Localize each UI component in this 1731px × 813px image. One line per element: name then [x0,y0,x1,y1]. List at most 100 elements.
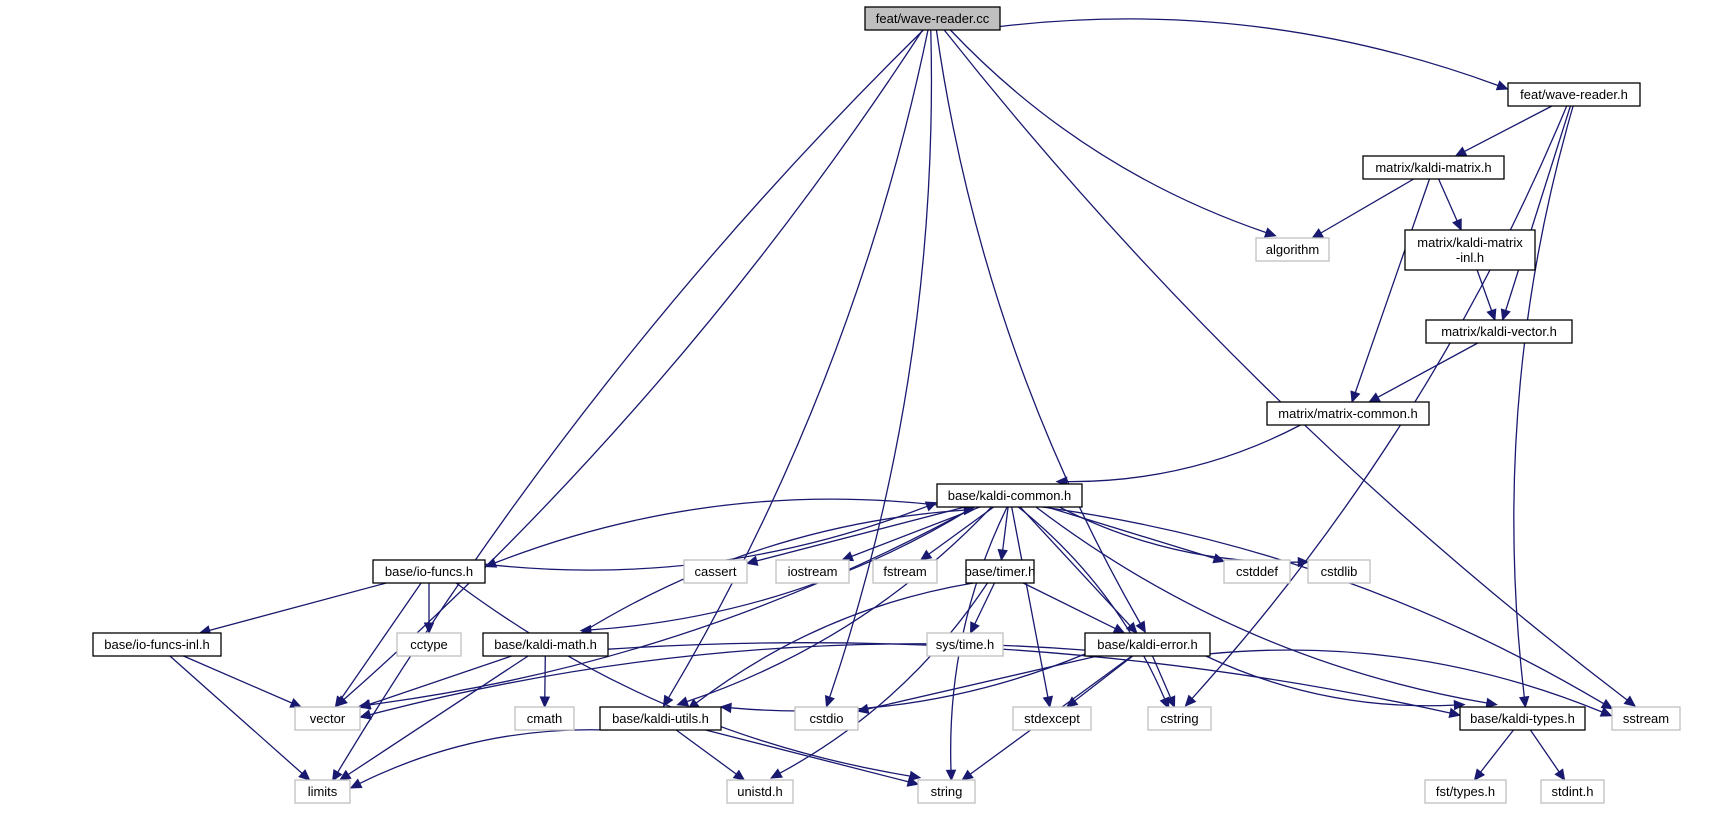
edge-line [730,653,1086,712]
edge-kaldi_utils_h-to-string [705,729,920,787]
arrowhead-icon [1554,768,1566,782]
edge-kaldi_matrix_h-to-matrix_common_h [1350,178,1431,404]
edge-line [607,642,1451,714]
arrowhead-icon [1263,227,1277,238]
edge-io_funcs_inl_h-to-vector [183,655,303,708]
node-box [917,779,976,804]
arrowhead-icon [969,621,980,635]
arrowhead-icon [908,770,922,782]
edge-line [1480,729,1515,773]
edge-line [675,729,737,775]
node-limits: limits [294,779,351,804]
node-iostream: iostream [775,559,850,584]
edge-wave_reader_cc-to-sstream [943,29,1637,707]
node-label: base/kaldi-common.h [948,488,1072,503]
arrowhead-icon [539,696,551,709]
arrowhead-icon [1486,308,1497,322]
node-string: string [917,779,976,804]
node-stdint-h: stdint.h [1540,779,1605,804]
edge-kaldi_error_h-to-cstring [1151,655,1176,709]
node-label: feat/wave-reader.cc [876,11,990,26]
node-label: base/io-funcs-inl.h [104,637,210,652]
arrowhead-icon [334,695,346,709]
node-box [1255,237,1330,262]
node-label: matrix/kaldi-matrix [1417,235,1523,250]
node-kaldi-types-h[interactable]: base/kaldi-types.h [1459,706,1586,731]
node-unistd-h: unistd.h [726,779,794,804]
edge-line [209,582,387,632]
node-label: cmath [527,711,562,726]
node-wave-reader-cc[interactable]: feat/wave-reader.cc [864,6,1001,31]
arrowhead-icon [676,696,690,707]
node-label: cassert [695,564,737,579]
node-sstream: sstream [1611,706,1681,731]
node-kaldi-error-h[interactable]: base/kaldi-error.h [1084,632,1211,657]
node-label: fst/types.h [1436,784,1495,799]
arrowhead-icon [349,778,363,789]
edge-line [1042,506,1605,705]
edge-line [1151,655,1172,699]
arrowhead-icon [719,702,732,714]
node-box [514,706,575,731]
edge-line [1074,655,1134,702]
node-box [372,559,486,584]
edge-kaldi_utils_h-to-unistd_h [675,729,746,781]
node-box [396,632,462,657]
edge-line [1209,649,1603,713]
edge-line [580,509,965,634]
node-box [1266,401,1430,426]
edge-io_funcs_h-to-cctype [423,582,435,635]
node-kaldi-vector-h[interactable]: matrix/kaldi-vector.h [1425,319,1573,344]
arrowhead-icon [919,549,933,561]
node-label: matrix/kaldi-vector.h [1441,324,1557,339]
node-matrix-common-h[interactable]: matrix/matrix-common.h [1266,401,1430,426]
arrowhead-icon [289,697,303,708]
node-kaldi-common-h[interactable]: base/kaldi-common.h [936,483,1083,508]
edge-wave_reader_cc-to-cstdio [824,29,933,708]
node-label: base/kaldi-error.h [1097,637,1197,652]
node-kaldi-matrix-inl-h[interactable]: matrix/kaldi-matrix-inl.h [1404,229,1536,271]
edge-line [590,506,975,631]
node-kaldi-matrix-h[interactable]: matrix/kaldi-matrix.h [1362,155,1505,180]
edge-line [999,18,1499,87]
node-timer-h[interactable]: base/timer.h [965,559,1036,584]
edge-wave_reader_cc-to-kaldi_utils_h [662,29,929,708]
node-cassert: cassert [683,559,748,584]
edge-wave_reader_cc-to-wave_reader_h [999,18,1509,91]
edge-kaldi_math_h-to-cmath [539,655,551,709]
edge-line [949,29,1267,234]
edge-line [668,29,929,699]
node-label: limits [308,784,338,799]
node-wave-reader-h[interactable]: feat/wave-reader.h [1507,82,1641,107]
node-cstddef: cstddef [1223,559,1291,584]
node-io-funcs-h[interactable]: base/io-funcs.h [372,559,486,584]
node-label: fstream [883,564,926,579]
node-box [965,559,1035,584]
edge-line [1022,582,1116,630]
node-box [1012,706,1092,731]
arrowhead-icon [1311,228,1325,239]
edge-kaldi_common_h-to-io_funcs_h [484,498,938,568]
edge-line [169,655,303,774]
arrowhead-icon [358,699,372,710]
edge-line [1017,506,1166,700]
node-io-funcs-inl-h[interactable]: base/io-funcs-inl.h [92,632,222,657]
edge-kaldi_types_h-to-fst_types_h [1473,729,1515,781]
edge-kaldi_common_h-to-sstream [1042,506,1614,710]
edge-line [1438,178,1458,222]
node-kaldi-math-h[interactable]: base/kaldi-math.h [482,632,609,657]
node-box [1540,779,1605,804]
edge-line [369,506,975,706]
edge-line [1046,506,1215,560]
arrowhead-icon [1454,146,1468,157]
node-cstdio: cstdio [794,706,859,731]
edge-kaldi_common_h-to-vector [358,506,975,710]
edge-kaldi_matrix_inl_h-to-kaldi_vector_h [1476,269,1497,322]
node-kaldi-utils-h[interactable]: base/kaldi-utils.h [599,706,722,731]
arrowhead-icon [359,709,372,720]
edge-line [943,29,1628,701]
edge-line [1320,178,1415,234]
node-fstream: fstream [872,559,938,584]
node-label: vector [310,711,346,726]
